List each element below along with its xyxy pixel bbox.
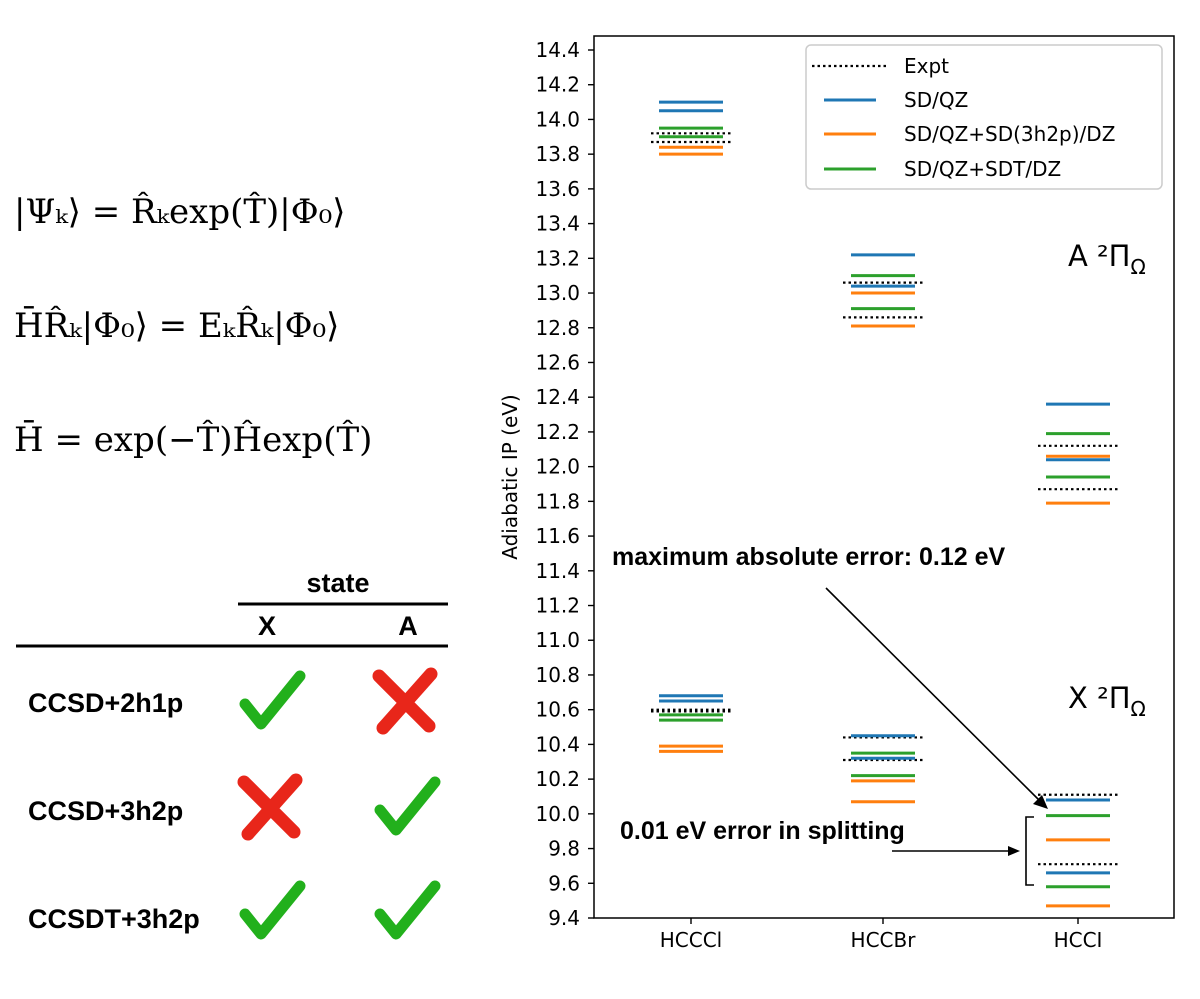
y-tick-label: 10.8 [535, 663, 580, 687]
table-row-label: CCSD+2h1p [28, 688, 183, 718]
y-tick-label: 13.4 [535, 212, 580, 236]
annotation-max-error-arrowhead [1033, 795, 1048, 809]
check-icon [374, 880, 441, 940]
y-tick-label: 14.0 [535, 107, 580, 131]
y-tick-label: 11.0 [535, 628, 580, 652]
x-tick-label: HCCCl [660, 928, 723, 952]
x-tick-label: HCCI [1054, 928, 1103, 952]
equation-eom-wavefunction: |Ψₖ⟩ = R̂ₖexp(T̂)|Φ₀⟩ [14, 192, 346, 232]
y-tick-label: 10.2 [535, 767, 580, 791]
y-tick-label: 13.0 [535, 281, 580, 305]
y-tick-label: 11.2 [535, 594, 580, 618]
y-tick-label: 11.6 [535, 524, 580, 548]
y-tick-label: 13.6 [535, 177, 580, 201]
y-tick-label: 10.4 [535, 732, 580, 756]
y-tick-label: 14.4 [535, 38, 580, 62]
legend-box [805, 44, 1163, 190]
table-col-header-a: A [398, 611, 418, 641]
equation-similarity-transform: H̄ = exp(−T̂)Ĥexp(T̂) [14, 420, 373, 460]
y-tick-label: 12.8 [535, 316, 580, 340]
y-tick-label: 9.6 [548, 871, 580, 895]
y-tick-label: 13.2 [535, 246, 580, 270]
check-icon [239, 880, 306, 940]
table-row-label: CCSD+3h2p [28, 796, 183, 826]
y-tick-label: 9.8 [548, 837, 580, 861]
cross-icon [372, 667, 438, 735]
table-row-label: CCSDT+3h2p [28, 904, 200, 934]
annotation-max-error: maximum absolute error: 0.12 eV [612, 543, 1006, 571]
annotation-max-error-arrow [825, 587, 1042, 803]
equation-eigenvalue: H̄R̂ₖ|Φ₀⟩ = EₖR̂ₖ|Φ₀⟩ [14, 306, 340, 346]
splitting-bracket [1025, 816, 1034, 886]
x-axis: HCCCl HCCBr HCCI [660, 918, 1103, 952]
energy-levels [651, 100, 1118, 908]
y-axis-label: Adiabatic IP (eV) [498, 394, 522, 559]
legend-label-sdqz: SD/QZ [904, 88, 968, 112]
y-tick-label: 11.8 [535, 489, 580, 513]
state-label-a: A ²ΠΩ [1068, 239, 1146, 279]
legend-label-3h2p: SD/QZ+SD(3h2p)/DZ [904, 122, 1115, 146]
y-tick-label: 12.6 [535, 350, 580, 374]
y-tick-label: 10.0 [535, 802, 580, 826]
y-tick-label: 12.2 [535, 420, 580, 444]
annotation-splitting: 0.01 eV error in splitting [620, 817, 905, 845]
y-tick-label: 13.8 [535, 142, 580, 166]
cross-icon [237, 773, 303, 841]
table-col-header-x: X [258, 611, 276, 641]
legend-label-expt: Expt [904, 54, 949, 78]
y-tick-label: 12.0 [535, 455, 580, 479]
y-tick-label: 10.6 [535, 698, 580, 722]
x-tick-label: HCCBr [851, 928, 917, 952]
y-tick-label: 9.4 [548, 906, 580, 930]
y-tick-label: 14.2 [535, 73, 580, 97]
y-tick-label: 11.4 [535, 559, 580, 583]
legend: Expt SD/QZ SD/QZ+SD(3h2p)/DZ SD/QZ+SDT/D… [805, 44, 1163, 190]
y-axis: 9.4 9.6 9.8 10.0 10.2 10.4 10.6 10.8 11.0 11.2 11.… [535, 38, 594, 930]
check-icon [374, 776, 441, 836]
method-state-table: state X A CCSD+2h1p CCSD+3h2p CCSDT+3h2p [16, 568, 448, 940]
plot-frame [593, 35, 1175, 919]
table-group-header: state [306, 568, 369, 598]
y-tick-label: 12.4 [535, 385, 580, 409]
legend-label-sdt: SD/QZ+SDT/DZ [904, 157, 1061, 181]
ip-chart: 9.4 9.6 9.8 10.0 10.2 10.4 10.6 10.8 11.0 11.2 11.… [498, 35, 1175, 952]
check-icon [239, 670, 306, 730]
state-label-x: X ²ΠΩ [1068, 681, 1146, 721]
annotation-splitting-arrowhead [1008, 846, 1020, 856]
